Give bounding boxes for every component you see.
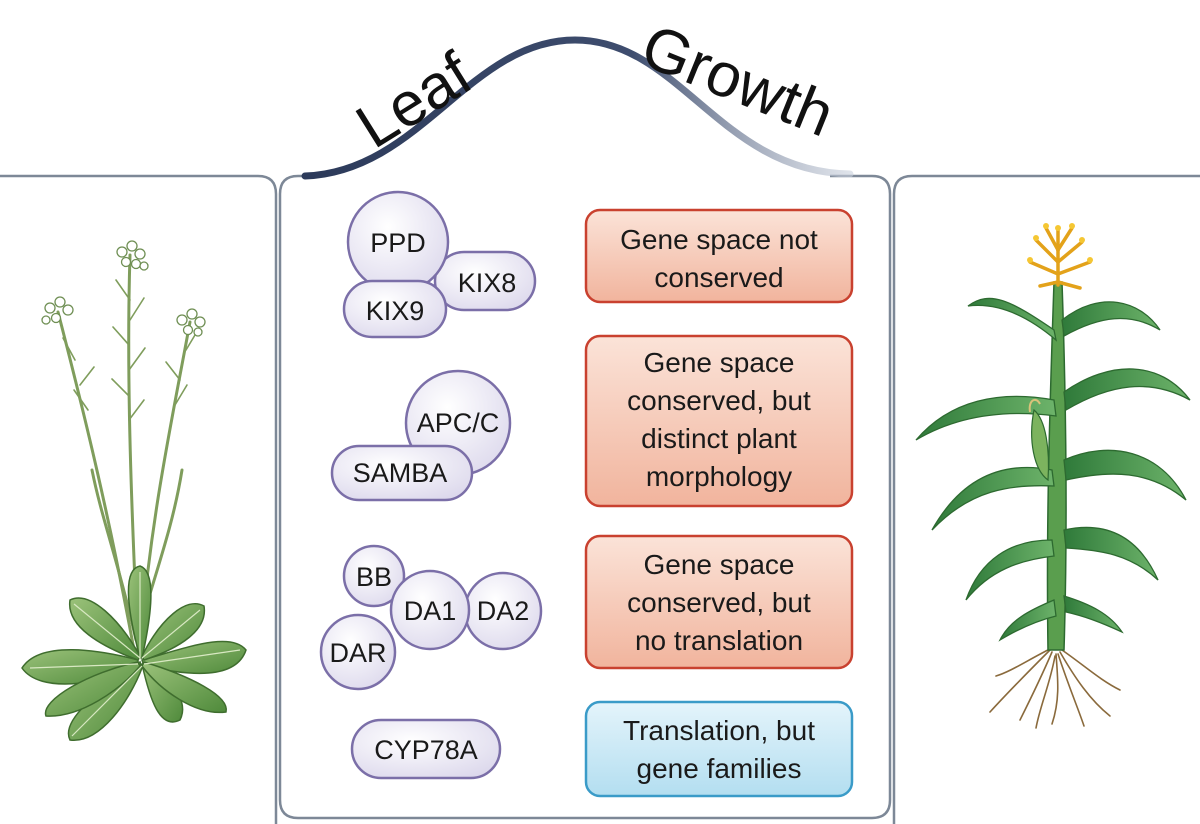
protein-kix8-label: KIX8 (458, 268, 517, 298)
box-1-line-1: Gene space not (620, 224, 818, 255)
right-panel-frame (892, 174, 1200, 824)
conservation-box-4: Translation, but gene families (584, 700, 854, 798)
protein-bb-label: BB (356, 562, 392, 592)
complex-da1: BB DA1 DA2 DAR (319, 544, 543, 691)
box-4-line-1: Translation, but (623, 715, 815, 746)
box-1-line-2: conserved (654, 262, 783, 293)
conservation-box-2: Gene space conserved, but distinct plant… (584, 334, 854, 508)
protein-da1-label: DA1 (404, 596, 457, 626)
box-2-line-1: Gene space (644, 347, 795, 378)
conservation-box-1: Gene space not conserved (584, 208, 854, 304)
title-leaf: Leaf (345, 39, 485, 162)
protein-dar-label: DAR (329, 638, 386, 668)
left-panel-frame (0, 174, 278, 824)
box-3-line-3: no translation (635, 625, 803, 656)
growth-curve (301, 36, 854, 180)
center-panel-frame (278, 174, 892, 820)
protein-ppd-label: PPD (370, 228, 426, 258)
protein-dar (319, 613, 397, 691)
box-2-line-3: distinct plant (641, 423, 797, 454)
protein-da1 (389, 569, 471, 651)
box-2-line-2: conserved, but (627, 385, 811, 416)
box-3-line-1: Gene space (644, 549, 795, 580)
protein-kix9 (342, 279, 448, 339)
protein-kix9-label: KIX9 (366, 296, 425, 326)
protein-samba (330, 444, 474, 502)
complex-cyp78a: CYP78A (350, 718, 502, 780)
box-3-line-2: conserved, but (627, 587, 811, 618)
maize-plant (915, 223, 1191, 729)
protein-cyp78a-label: CYP78A (374, 735, 478, 765)
box-2-line-4: morphology (646, 461, 792, 492)
protein-apcc-label: APC/C (417, 408, 500, 438)
panel-frames (0, 174, 1200, 824)
complex-apcc: APC/C SAMBA (330, 369, 512, 502)
box-4-line-2: gene families (637, 753, 802, 784)
arabidopsis-plant (21, 240, 247, 741)
protein-cyp78a (350, 718, 502, 780)
protein-kix8 (433, 250, 537, 312)
protein-bb (342, 544, 406, 608)
conservation-box-3: Gene space conserved, but no translation (584, 534, 854, 670)
protein-da2-label: DA2 (477, 596, 530, 626)
protein-samba-label: SAMBA (353, 458, 448, 488)
complex-ppd: PPD KIX8 KIX9 (342, 190, 537, 339)
